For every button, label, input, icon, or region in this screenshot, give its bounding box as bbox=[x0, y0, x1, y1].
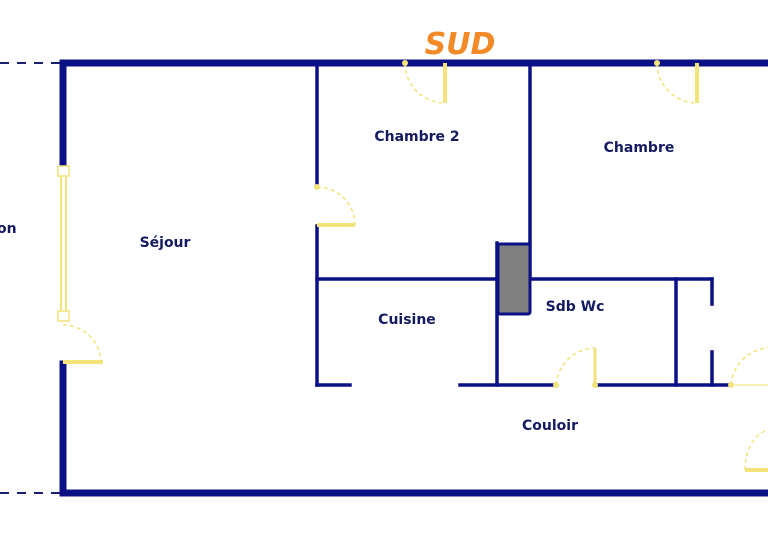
door-bottom-right bbox=[744, 429, 768, 472]
door-sdb bbox=[553, 347, 598, 388]
orientation-label: SUD bbox=[425, 27, 496, 62]
room-labels: on Séjour Chambre 2 Chambre Cuisine Sdb … bbox=[0, 129, 674, 434]
room-label-couloir: Couloir bbox=[522, 418, 578, 434]
room-label-sejour: Séjour bbox=[140, 235, 191, 251]
door-sejour bbox=[62, 324, 103, 364]
doors bbox=[62, 60, 768, 472]
door-chambre-top bbox=[654, 60, 699, 104]
room-label-chambre2: Chambre 2 bbox=[374, 129, 459, 145]
room-label-partial: on bbox=[0, 221, 17, 237]
door-right bbox=[728, 347, 768, 388]
window-sejour bbox=[57, 165, 70, 322]
door-chambre2-side bbox=[314, 184, 356, 227]
room-label-chambre: Chambre bbox=[604, 140, 675, 156]
duct-shaft bbox=[496, 242, 532, 316]
room-label-cuisine: Cuisine bbox=[378, 312, 436, 328]
room-label-sdb-wc: Sdb Wc bbox=[546, 299, 605, 315]
exterior-dashed-lines bbox=[0, 62, 60, 494]
door-chambre2-top bbox=[402, 60, 447, 104]
walls bbox=[59, 59, 768, 497]
